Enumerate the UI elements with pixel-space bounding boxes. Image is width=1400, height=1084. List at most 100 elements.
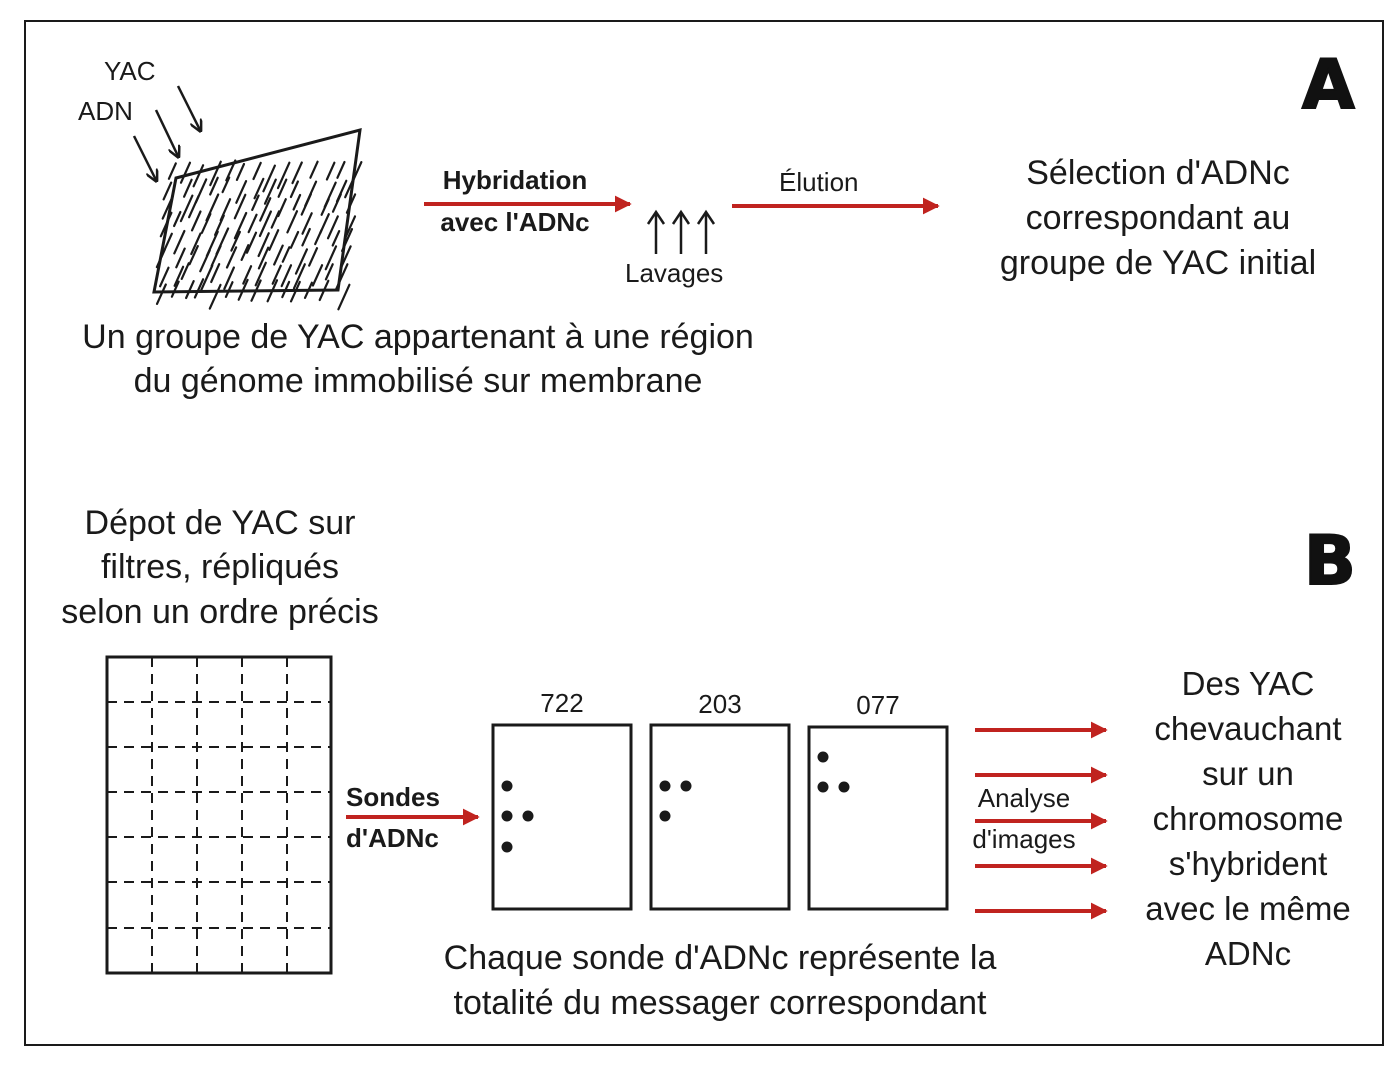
- yac-streak: [339, 245, 352, 269]
- result-line: chevauchant: [1154, 710, 1342, 747]
- yac-streak: [190, 232, 202, 256]
- yac-streak: [188, 195, 200, 219]
- yac-streak: [294, 248, 308, 275]
- yac-streak: [289, 180, 299, 199]
- yac-streak: [326, 215, 339, 240]
- yac-streak: [263, 178, 277, 205]
- yac-streak: [257, 232, 270, 258]
- yac-streak: [247, 213, 258, 234]
- yac-streak: [155, 283, 167, 305]
- result-line: ADNc: [1204, 935, 1292, 972]
- yac-streak: [336, 160, 346, 179]
- yac-streak: [318, 279, 330, 302]
- result-line: sur un: [1202, 755, 1294, 792]
- depot-line-2: filtres, répliqués: [100, 548, 340, 586]
- result-line: Des YAC: [1181, 665, 1315, 702]
- yac-streak: [173, 265, 185, 287]
- yac-streak: [245, 231, 258, 254]
- yac-streak: [281, 246, 291, 263]
- result-line: chromosome: [1152, 800, 1344, 837]
- yac-label: YAC: [104, 56, 156, 86]
- adn-label: ADN: [78, 96, 133, 126]
- yac-streak: [251, 194, 260, 211]
- dimages-label: d'images: [972, 824, 1076, 854]
- filter-label-722: 722: [540, 688, 584, 718]
- yac-streak: [291, 161, 303, 185]
- yac-streak: [303, 281, 313, 299]
- yac-streak: [233, 193, 247, 220]
- yac-streak: [343, 215, 357, 240]
- yac-streak: [235, 180, 248, 204]
- yac-streak: [271, 264, 282, 285]
- hybridised-filter-203: [649, 723, 791, 911]
- yac-streak: [237, 278, 249, 301]
- yac-streak: [199, 249, 211, 273]
- yac-streak: [331, 193, 342, 213]
- yac-streak: [320, 198, 330, 216]
- panel-a-caption-line-1: Un groupe de YAC appartenant à une régio…: [82, 318, 754, 356]
- hybridisation-spot: [680, 780, 692, 792]
- yac-streak: [309, 160, 319, 179]
- yac-streak: [167, 162, 177, 180]
- yac-streak: [161, 195, 174, 220]
- yac-streak: [262, 164, 276, 193]
- yac-streak: [292, 263, 306, 290]
- yac-streak: [185, 280, 195, 300]
- yac-streak: [199, 264, 214, 293]
- yac-streak: [257, 246, 270, 270]
- yac-streak: [335, 263, 349, 291]
- analyse-output-arrows: [975, 721, 1108, 920]
- elution-label: Élution: [779, 167, 859, 197]
- analyse-label: Analyse: [977, 783, 1071, 813]
- hybridisation-spot: [838, 781, 850, 793]
- yac-streak: [300, 193, 312, 216]
- yac-streak: [188, 245, 199, 266]
- yac-streak: [286, 210, 299, 234]
- yac-streak: [221, 176, 231, 194]
- hybridisation-spot: [501, 810, 513, 822]
- yac-streak: [224, 281, 234, 298]
- yac-streak: [175, 247, 186, 269]
- hybridised-filter-722: [491, 723, 633, 911]
- yac-streak: [235, 162, 246, 181]
- yac-streak: [180, 262, 190, 280]
- yac-streak: [277, 198, 287, 218]
- yac-streak: [240, 244, 250, 261]
- panel-a-caption-line-2: du génome immobilisé sur membrane: [133, 362, 703, 400]
- yac-streak: [277, 178, 288, 198]
- hybridised-filter-077: [807, 725, 949, 911]
- yac-streak: [268, 229, 280, 251]
- hybridisation-spot: [817, 751, 829, 763]
- yac-streak: [179, 161, 192, 184]
- yac-streak: [162, 181, 173, 201]
- yac-streak: [266, 279, 279, 303]
- yac-streak: [179, 194, 194, 223]
- hybridisation-spot: [659, 780, 671, 792]
- figure-frame: [24, 20, 1384, 1046]
- yac-streak: [308, 247, 319, 267]
- yac-streak: [254, 261, 267, 287]
- avec-adnc-label: avec l'ADNc: [440, 207, 590, 237]
- yac-streak: [183, 178, 193, 198]
- yac-streak: [301, 212, 313, 235]
- panel-a-letter: A: [1301, 46, 1356, 125]
- yac-streak: [210, 263, 221, 284]
- yac-streak: [258, 210, 272, 238]
- panel-b-letter: B: [1303, 522, 1357, 601]
- yac-streak: [301, 227, 311, 247]
- yac-streak: [209, 176, 219, 196]
- yac-streak: [259, 197, 272, 222]
- lavages-label: Lavages: [625, 258, 724, 288]
- yac-streak: [270, 210, 281, 229]
- yac-streak: [200, 212, 212, 234]
- yac-streak: [273, 244, 284, 266]
- yac-streak: [170, 280, 180, 298]
- yac-streak: [253, 177, 265, 200]
- selection-line-1: Sélection d'ADNc: [1026, 154, 1290, 192]
- yac-streak: [209, 160, 222, 187]
- yac-streak: [210, 244, 222, 267]
- yac-streak: [289, 230, 300, 249]
- filter-label-077: 077: [856, 690, 900, 720]
- lavages-arrows: [646, 209, 716, 254]
